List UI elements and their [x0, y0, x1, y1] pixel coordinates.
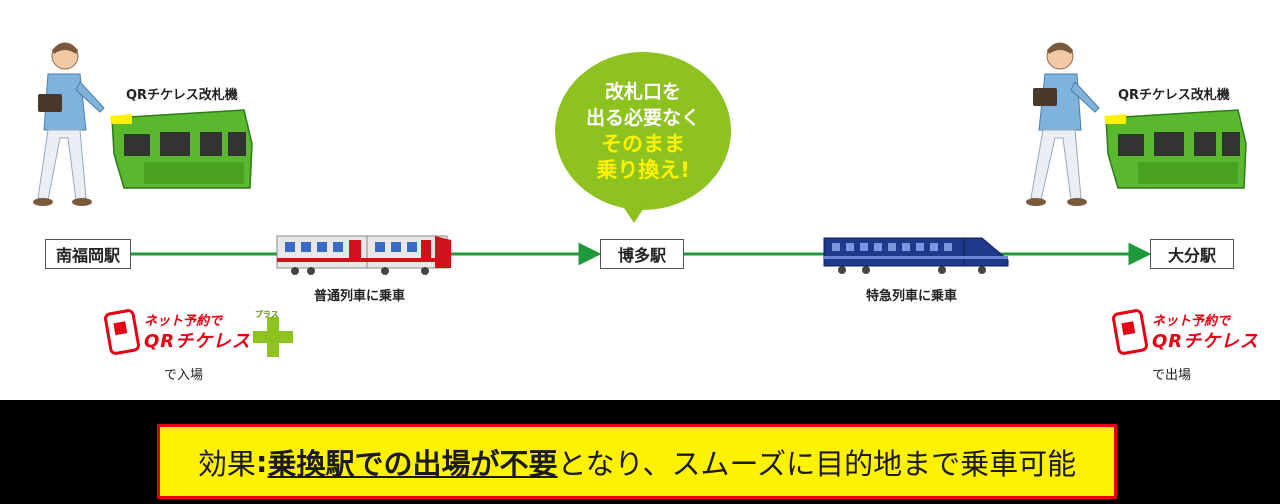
- plus-label: プラス: [254, 310, 279, 319]
- person-figure-left: [33, 42, 105, 206]
- effect-colon: :: [255, 444, 268, 479]
- smartphone-qr-icon: [1112, 309, 1148, 355]
- smartphone-qr-icon: [104, 309, 140, 355]
- person-figure-right: [1026, 42, 1100, 206]
- qr-ticketless-plus-logo: ネット予約で QRチケレス プラス: [104, 308, 293, 357]
- diagram-panel: QRチケレス改札機 QRチケレス改札機 南福岡駅 博多駅 大分駅: [33, 42, 1259, 383]
- entry-action-label: で入場: [164, 368, 204, 383]
- exit-logo-line-1: ネット予約で: [1152, 314, 1231, 329]
- local-train: [276, 235, 451, 275]
- bubble-line-2: 出る必要なく: [585, 107, 700, 129]
- entry-logo-line-2: QRチケレス: [144, 331, 251, 352]
- bubble-tail: [622, 205, 646, 223]
- bubble-line-3: そのまま: [601, 132, 685, 156]
- effect-emphasis: 乗換駅での出場が不要: [267, 446, 558, 481]
- entry-logo-line-1: ネット予約で: [144, 314, 223, 329]
- effect-summary-box: 効果:乗換駅での出場が不要となり、スムーズに目的地まで乗車可能: [157, 424, 1117, 499]
- ticket-gate-left: [110, 109, 253, 189]
- effect-rest: となり、スムーズに目的地まで乗車可能: [557, 446, 1077, 481]
- local-train-label: 普通列車に乗車: [314, 289, 406, 304]
- ticket-gate-right: [1104, 109, 1247, 189]
- station-transfer: 博多駅: [600, 239, 684, 269]
- station-origin: 南福岡駅: [45, 239, 131, 269]
- footer-bar: 効果:乗換駅での出場が不要となり、スムーズに目的地まで乗車可能: [0, 400, 1280, 504]
- effect-prefix: 効果: [197, 446, 256, 481]
- transfer-bubble: 改札口を 出る必要なく そのまま 乗り換え!: [555, 52, 731, 210]
- express-train-label: 特急列車に乗車: [866, 289, 958, 304]
- qr-ticketless-logo: ネット予約で QRチケレス: [1112, 308, 1259, 356]
- plus-icon: [252, 317, 293, 357]
- bubble-line-1: 改札口を: [604, 81, 681, 103]
- gate-label-right: QRチケレス改札機: [1118, 88, 1230, 103]
- exit-action-label: で出場: [1152, 368, 1192, 383]
- gate-label-left: QRチケレス改札機: [126, 88, 238, 103]
- exit-logo-line-2: QRチケレス: [1152, 331, 1259, 352]
- express-train: [823, 237, 1009, 274]
- bubble-line-4: 乗り換え!: [596, 158, 690, 182]
- station-destination: 大分駅: [1150, 239, 1234, 269]
